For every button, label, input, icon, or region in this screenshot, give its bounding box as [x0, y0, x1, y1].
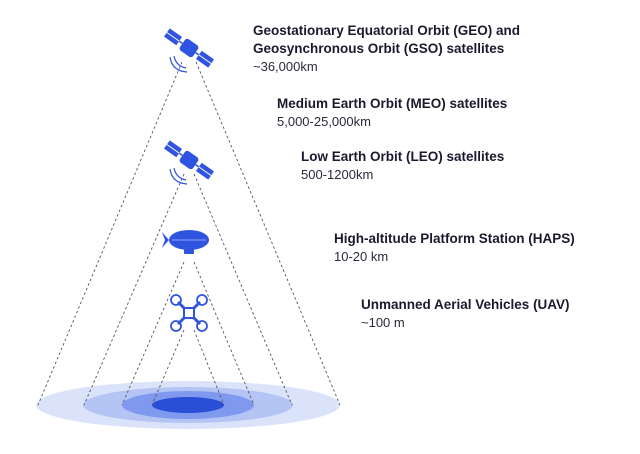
haps-label: High-altitude Platform Station (HAPS) 10…: [334, 230, 575, 266]
uav-title: Unmanned Aerial Vehicles (UAV): [361, 297, 570, 312]
haps-title: High-altitude Platform Station (HAPS): [334, 231, 575, 246]
meo-title: Medium Earth Orbit (MEO) satellites: [277, 96, 508, 111]
leo-cone-left: [83, 173, 185, 406]
meo-label: Medium Earth Orbit (MEO) satellites 5,00…: [277, 95, 507, 131]
signal-waves: [169, 167, 188, 185]
drone-icon: [170, 294, 208, 332]
uav-label: Unmanned Aerial Vehicles (UAV) ~100 m: [361, 296, 570, 332]
airship-icon: [162, 230, 209, 254]
uav-cone-left: [151, 329, 185, 406]
uav-range: ~100 m: [361, 315, 405, 330]
leo-label: Low Earth Orbit (LEO) satellites 500-120…: [301, 148, 504, 184]
leo-title: Low Earth Orbit (LEO) satellites: [301, 149, 505, 164]
leo-cone-right: [193, 173, 293, 406]
geo-title-line2: Geosynchronous Orbit (GSO) satellites: [253, 41, 505, 56]
haps-cone-left: [121, 261, 185, 406]
satellite-icon: [164, 28, 214, 68]
meo-range: 5,000-25,000km: [277, 114, 371, 129]
haps-range: 10-20 km: [334, 249, 389, 264]
satellite-icon: [164, 140, 214, 180]
signal-waves: [169, 55, 188, 73]
leo-range: 500-1200km: [301, 167, 374, 182]
haps-cone-right: [193, 261, 255, 406]
geo-label: Geostationary Equatorial Orbit (GEO) and…: [253, 22, 520, 76]
geo-range: ~36,000km: [253, 59, 318, 74]
uav-cone-right: [193, 329, 225, 406]
geo-cone-right: [195, 61, 341, 406]
coverage-cones: [37, 61, 341, 406]
geo-title-line1: Geostationary Equatorial Orbit (GEO) and: [253, 23, 521, 38]
geo-cone-left: [37, 61, 183, 406]
footprint-core: [152, 397, 224, 413]
coverage-footprints: [36, 381, 340, 429]
